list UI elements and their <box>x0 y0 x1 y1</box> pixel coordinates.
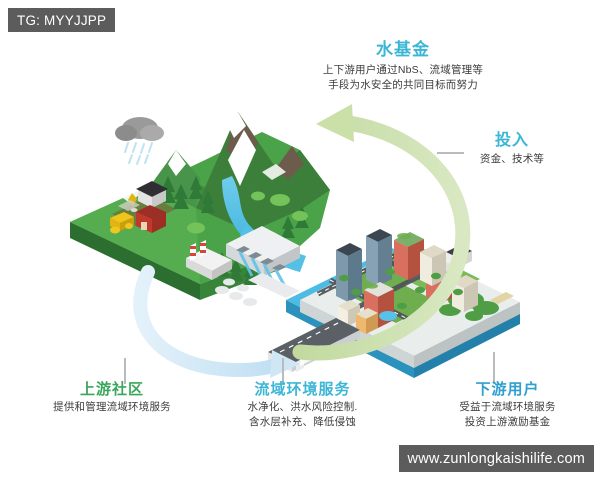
label-downstream-title: 下游用户 <box>475 381 540 398</box>
label-watershed-services: 流域环境服务 水净化、洪水风险控制. 含水层补充、降低侵蚀 <box>205 381 400 431</box>
label-downstream-line1: 受益于流域环境服务 <box>459 401 556 414</box>
city-trees <box>339 268 463 310</box>
factory <box>186 240 232 280</box>
label-investment-line1: 资金、技术等 <box>479 153 545 166</box>
building-cream-2 <box>452 275 478 312</box>
rain-cloud <box>115 117 164 165</box>
leader-line-services <box>282 358 284 384</box>
watermark-tag: TG: MYYJJPP <box>8 8 116 32</box>
city-pool <box>379 311 397 321</box>
blue-arrow-services <box>133 265 300 378</box>
tower-center <box>366 229 392 286</box>
label-upstream-line1: 提供和管理流域环境服务 <box>53 401 171 414</box>
label-investment-title: 投入 <box>494 132 529 149</box>
label-services-line2: 含水层补充、降低侵蚀 <box>249 416 356 429</box>
label-investment: 投入 资金、技术等 <box>452 132 572 168</box>
silo-and-fence <box>118 200 140 212</box>
label-upstream-title: 上游社区 <box>79 381 144 398</box>
label-water-fund-line1: 上下游用户通过NbS、流域管理等 <box>322 63 484 76</box>
yellow-tractor <box>110 193 137 234</box>
label-downstream-users: 下游用户 受益于流域环境服务 投资上游激励基金 <box>420 381 595 431</box>
label-upstream-community: 上游社区 提供和管理流域环境服务 <box>22 381 202 415</box>
label-downstream-line2: 投资上游激励基金 <box>464 416 551 429</box>
low-rise-row <box>338 300 378 334</box>
leader-line-downstream <box>493 352 495 384</box>
label-water-fund-line2: 手段为水安全的共同目标而努力 <box>328 78 478 91</box>
rain-drops <box>124 142 153 165</box>
label-water-fund-title: 水基金 <box>376 40 430 59</box>
mountain-range <box>120 112 330 232</box>
green-arrow-investment <box>292 104 471 361</box>
label-services-line1: 水净化、洪水风险控制. <box>247 401 358 414</box>
building-cream-1 <box>420 245 446 286</box>
hydro-dam <box>226 226 300 298</box>
leader-line-upstream <box>124 358 126 384</box>
label-services-title: 流域环境服务 <box>254 381 351 398</box>
label-water-fund: 水基金 上下游用户通过NbS、流域管理等 手段为水安全的共同目标而努力 <box>268 40 538 93</box>
red-barn <box>136 205 166 233</box>
leader-line-investment <box>437 152 464 154</box>
watermark-url: www.zunlongkaishilife.com <box>398 445 594 472</box>
farmhouse <box>136 181 168 208</box>
building-red-1 <box>394 232 424 280</box>
water-treatment-tanks <box>215 278 257 306</box>
